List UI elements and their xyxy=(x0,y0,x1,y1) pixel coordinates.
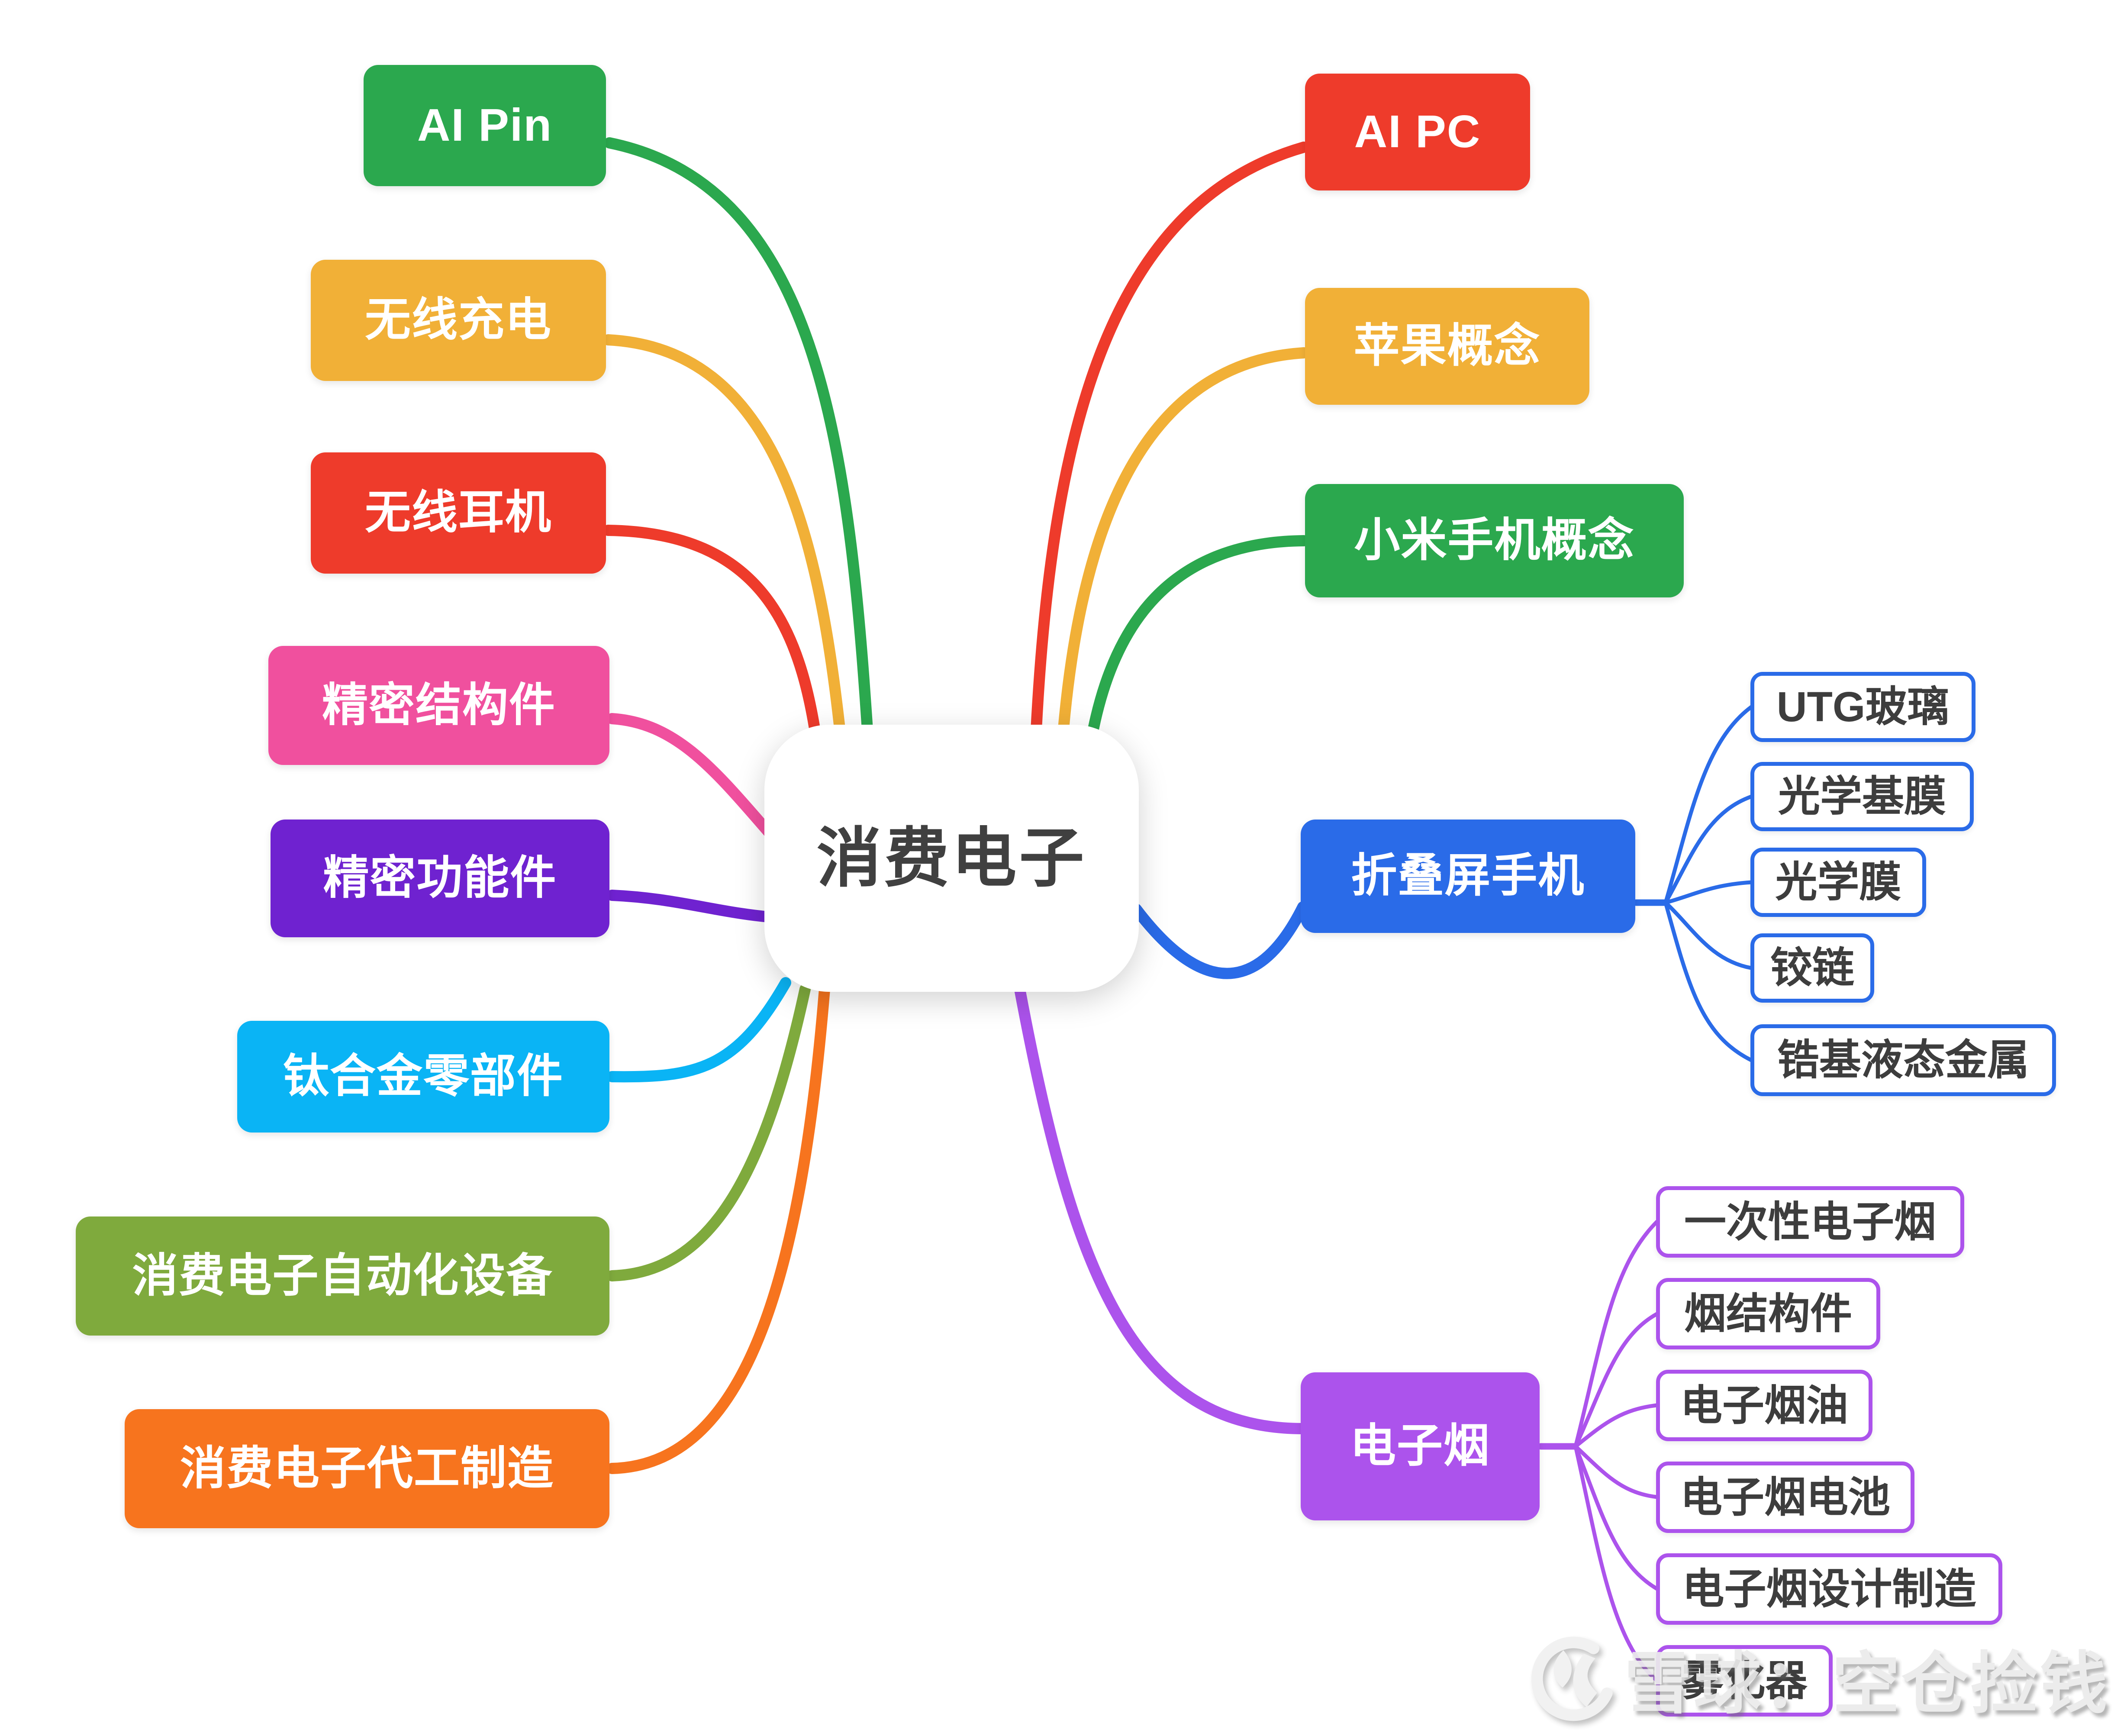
node-optical-film[interactable]: 光学膜 xyxy=(1750,848,1926,917)
link-child-utg-glass xyxy=(1663,705,1753,905)
node-label: 消费电子自动化设备 xyxy=(132,1250,553,1301)
node-optical-base-film[interactable]: 光学基膜 xyxy=(1750,762,1974,831)
link-left-wireless-charging xyxy=(603,334,850,776)
node-ecig-battery[interactable]: 电子烟电池 xyxy=(1656,1462,1914,1533)
link-child-eliquid xyxy=(1573,1403,1659,1449)
node-label: 一次性电子烟 xyxy=(1684,1198,1936,1246)
link-right-ai-pc xyxy=(1029,142,1309,774)
central-node-consumer-electronics[interactable]: 消费电子 xyxy=(764,725,1139,992)
node-ai-pin[interactable]: AI Pin xyxy=(364,65,606,186)
node-label: 电子烟设计制造 xyxy=(1682,1565,1976,1613)
node-e-liquid[interactable]: 电子烟油 xyxy=(1656,1370,1872,1441)
node-label: 钛合金零部件 xyxy=(283,1051,564,1102)
node-label: 苹果概念 xyxy=(1353,320,1541,372)
node-utg-glass[interactable]: UTG玻璃 xyxy=(1750,672,1975,742)
link-child-hinge xyxy=(1663,900,1753,970)
node-label: 电子烟油 xyxy=(1680,1381,1848,1429)
link-child-atomizer xyxy=(1573,1444,1659,1683)
node-label: 烟结构件 xyxy=(1684,1290,1852,1337)
node-wireless-charging[interactable]: 无线充电 xyxy=(311,260,606,381)
node-label: 光学膜 xyxy=(1775,858,1901,906)
node-precision-functional-parts[interactable]: 精密功能件 xyxy=(271,820,609,937)
node-label: 小米手机概念 xyxy=(1354,515,1635,566)
node-precision-structural-parts[interactable]: 精密结构件 xyxy=(268,646,609,765)
node-label: 精密功能件 xyxy=(323,852,557,904)
node-wireless-earphones[interactable]: 无线耳机 xyxy=(311,452,606,574)
link-child-ecig-battery xyxy=(1573,1444,1659,1499)
node-label: 铰链 xyxy=(1770,944,1854,992)
node-titanium-alloy-parts[interactable]: 钛合金零部件 xyxy=(237,1021,609,1133)
node-cig-structural-parts[interactable]: 烟结构件 xyxy=(1656,1278,1880,1349)
link-right-apple xyxy=(1055,347,1309,775)
node-label: 无线耳机 xyxy=(365,487,552,539)
node-label: 电子烟电池 xyxy=(1680,1473,1890,1521)
node-label: 锆基液态金属 xyxy=(1777,1036,2029,1084)
node-label: 雾化器 xyxy=(1681,1657,1808,1704)
node-oem-manufacturing[interactable]: 消费电子代工制造 xyxy=(125,1409,609,1528)
link-child-optical-film xyxy=(1663,880,1753,905)
node-label: UTG玻璃 xyxy=(1776,683,1950,731)
node-label: AI Pin xyxy=(417,100,553,151)
node-atomizer[interactable]: 雾化器 xyxy=(1656,1645,1833,1717)
link-child-zirconium xyxy=(1663,900,1753,1062)
node-zirconium-liquid-metal[interactable]: 锆基液态金属 xyxy=(1750,1024,2056,1096)
link-left-ai-pin xyxy=(604,137,876,776)
node-label: 精密结构件 xyxy=(322,679,556,731)
link-left-titanium xyxy=(606,977,791,1083)
node-disposable-ecig[interactable]: 一次性电子烟 xyxy=(1656,1186,1964,1258)
link-child-disposable-ecig xyxy=(1573,1220,1659,1449)
link-right-xiaomi xyxy=(1081,535,1309,777)
node-hinge[interactable]: 铰链 xyxy=(1750,933,1874,1003)
link-right-foldable xyxy=(1131,901,1308,979)
node-ai-pc[interactable]: AI PC xyxy=(1305,74,1530,190)
link-child-optical-base-film xyxy=(1663,794,1753,905)
node-label: 消费电子代工制造 xyxy=(180,1442,554,1494)
node-ecig-design-manufacturing[interactable]: 电子烟设计制造 xyxy=(1656,1553,2002,1625)
link-left-oem xyxy=(606,984,830,1474)
central-node-label: 消费电子 xyxy=(816,821,1087,894)
link-child-ecig-design xyxy=(1573,1444,1659,1591)
node-apple-concept[interactable]: 苹果概念 xyxy=(1305,288,1589,405)
node-foldable-phone[interactable]: 折叠屏手机 xyxy=(1301,820,1635,933)
link-left-automation xyxy=(606,984,811,1281)
node-label: 无线充电 xyxy=(365,294,552,346)
link-left-precision-functional xyxy=(606,890,785,923)
node-xiaomi-phone-concept[interactable]: 小米手机概念 xyxy=(1305,484,1684,597)
link-right-ecig xyxy=(1014,981,1308,1434)
link-left-wireless-earphones xyxy=(603,525,826,776)
node-label: 折叠屏手机 xyxy=(1351,850,1585,902)
link-left-precision-structural xyxy=(606,713,785,850)
link-child-cig-structural xyxy=(1573,1312,1659,1449)
node-label: AI PC xyxy=(1354,106,1481,158)
node-label: 光学基膜 xyxy=(1778,773,1946,820)
node-label: 电子烟 xyxy=(1350,1420,1490,1472)
node-e-cigarette[interactable]: 电子烟 xyxy=(1301,1372,1540,1520)
node-automation-equipment[interactable]: 消费电子自动化设备 xyxy=(76,1216,609,1336)
